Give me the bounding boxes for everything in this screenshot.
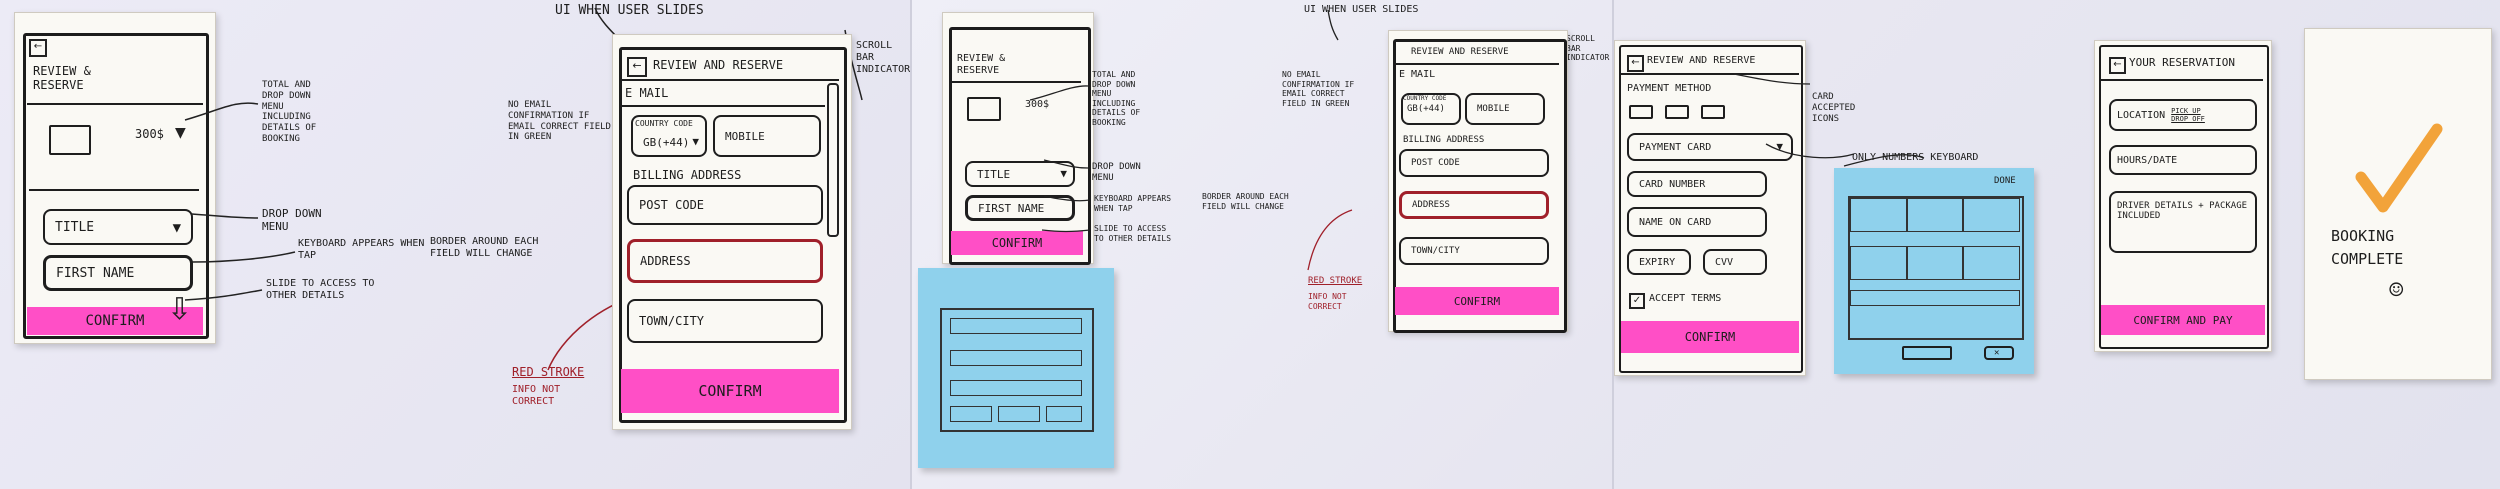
phone-sketch-reservation: ← YOUR RESERVATION LOCATION PICK UP DROP…: [2094, 40, 2272, 352]
note-border: BORDER AROUND EACH FIELD WILL CHANGE: [430, 236, 550, 260]
note-dropdown-menu: DROP DOWN MENU: [262, 208, 352, 233]
sketch-panel-2: REVIEW & RESERVE 300$ TITLE ▼ FIRST NAME…: [912, 0, 1612, 489]
note-total-dropdown: TOTAL AND DROP DOWN MENU INCLUDING DETAI…: [1092, 70, 1152, 128]
back-arrow-icon[interactable]: ←: [627, 57, 647, 77]
billing-address-label: BILLING ADDRESS: [633, 169, 741, 183]
sticky-note-numeric-keyboard: DONE ✕: [1834, 168, 2034, 374]
confirm-and-pay-button[interactable]: CONFIRM AND PAY: [2101, 305, 2265, 335]
note-scroll-bar: SCROLL BAR INDICATOR: [1566, 34, 1610, 63]
address-field[interactable]: ADDRESS: [1399, 191, 1549, 219]
keyboard-done-label[interactable]: DONE: [1994, 176, 2016, 187]
back-arrow-icon[interactable]: ←: [2109, 57, 2126, 74]
postcode-field[interactable]: POST CODE: [1399, 149, 1549, 177]
confirm-button[interactable]: CONFIRM: [1395, 287, 1559, 315]
email-field[interactable]: E MAIL: [625, 87, 668, 101]
phone-sketch-booking-complete: BOOKING COMPLETE ☺: [2304, 28, 2492, 380]
delete-key-icon[interactable]: ✕: [1984, 346, 2014, 360]
note-red-stroke: RED STROKE: [1308, 276, 1362, 287]
note-ui-when-slides: UI WHEN USER SLIDES: [1304, 4, 1418, 16]
town-city-field[interactable]: TOWN/CITY: [627, 299, 823, 343]
postcode-field[interactable]: POST CODE: [627, 185, 823, 225]
phone-frame: [619, 47, 847, 423]
screen-title: REVIEW AND RESERVE: [653, 59, 783, 73]
check-mark-icon: [2353, 119, 2443, 219]
booking-complete-text: BOOKING COMPLETE: [2331, 225, 2471, 270]
note-dropdown-menu: DROP DOWN MENU: [1092, 162, 1162, 184]
country-code-dropdown[interactable]: GB(+44) ▼: [631, 115, 707, 157]
smile-icon: ☺: [2389, 277, 2403, 305]
address-field[interactable]: ADDRESS: [627, 239, 823, 283]
note-only-numbers: ONLY NUMBERS KEYBOARD: [1852, 152, 1978, 164]
chevron-down-icon: ▼: [692, 135, 699, 148]
note-total-dropdown: TOTAL AND DROP DOWN MENU INCLUDING DETAI…: [262, 80, 332, 145]
note-slide: SLIDE TO ACCESS TO OTHER DETAILS: [1094, 224, 1174, 243]
note-no-email: NO EMAIL CONFIRMATION IF EMAIL CORRECT F…: [1282, 70, 1362, 108]
town-city-field[interactable]: TOWN/CITY: [1399, 237, 1549, 265]
note-no-email: NO EMAIL CONFIRMATION IF EMAIL CORRECT F…: [508, 100, 618, 143]
note-slide: SLIDE TO ACCESS TO OTHER DETAILS: [266, 278, 376, 302]
sketch-panel-3: ← REVIEW AND RESERVE PAYMENT METHOD PAYM…: [1614, 0, 2500, 489]
phone-sketch-address-small: REVIEW AND RESERVE E MAIL GB(+44) COUNTR…: [1388, 30, 1568, 332]
note-info-not-correct: INFO NOT CORRECT: [1308, 292, 1368, 311]
screen-title: YOUR RESERVATION: [2129, 57, 2235, 70]
note-ui-when-slides: UI WHEN USER SLIDES: [555, 4, 704, 19]
note-scroll-bar: SCROLL BAR INDICATOR: [856, 40, 906, 76]
scroll-bar[interactable]: [827, 83, 839, 237]
note-border: BORDER AROUND EACH FIELD WILL CHANGE: [1202, 192, 1292, 211]
note-red-stroke: RED STROKE: [512, 366, 584, 380]
note-keyboard: KEYBOARD APPEARS WHEN TAP: [298, 238, 428, 262]
confirm-button[interactable]: CONFIRM: [621, 369, 839, 413]
location-field[interactable]: LOCATION PICK UP DROP OFF: [2109, 99, 2257, 131]
sketch-panel-1: ← REVIEW & RESERVE 300$ ▼ TITLE ▼ FIRST …: [0, 0, 910, 489]
numeric-keyboard-sketch: [1848, 196, 2024, 340]
email-field[interactable]: E MAIL: [1399, 69, 1435, 81]
note-info-not-correct: INFO NOT CORRECT: [512, 384, 592, 408]
screen-title: REVIEW AND RESERVE: [1411, 47, 1509, 58]
phone-sketch-address: ← REVIEW AND RESERVE E MAIL COUNTRY CODE…: [612, 34, 852, 430]
mobile-field[interactable]: MOBILE: [713, 115, 821, 157]
country-code-label: COUNTRY CODE: [1403, 95, 1446, 102]
pickup-dropoff-label: PICK UP DROP OFF: [2171, 107, 2211, 124]
mobile-field[interactable]: MOBILE: [1465, 93, 1545, 125]
note-card-accepted-icons: CARD ACCEPTED ICONS: [1812, 92, 1882, 124]
hours-date-field[interactable]: HOURS/DATE: [2109, 145, 2257, 175]
driver-details-field[interactable]: DRIVER DETAILS + PACKAGE INCLUDED: [2109, 191, 2257, 253]
billing-address-label: BILLING ADDRESS: [1403, 135, 1484, 146]
note-keyboard: KEYBOARD APPEARS WHEN TAP: [1094, 194, 1194, 213]
zero-key[interactable]: [1902, 346, 1952, 360]
